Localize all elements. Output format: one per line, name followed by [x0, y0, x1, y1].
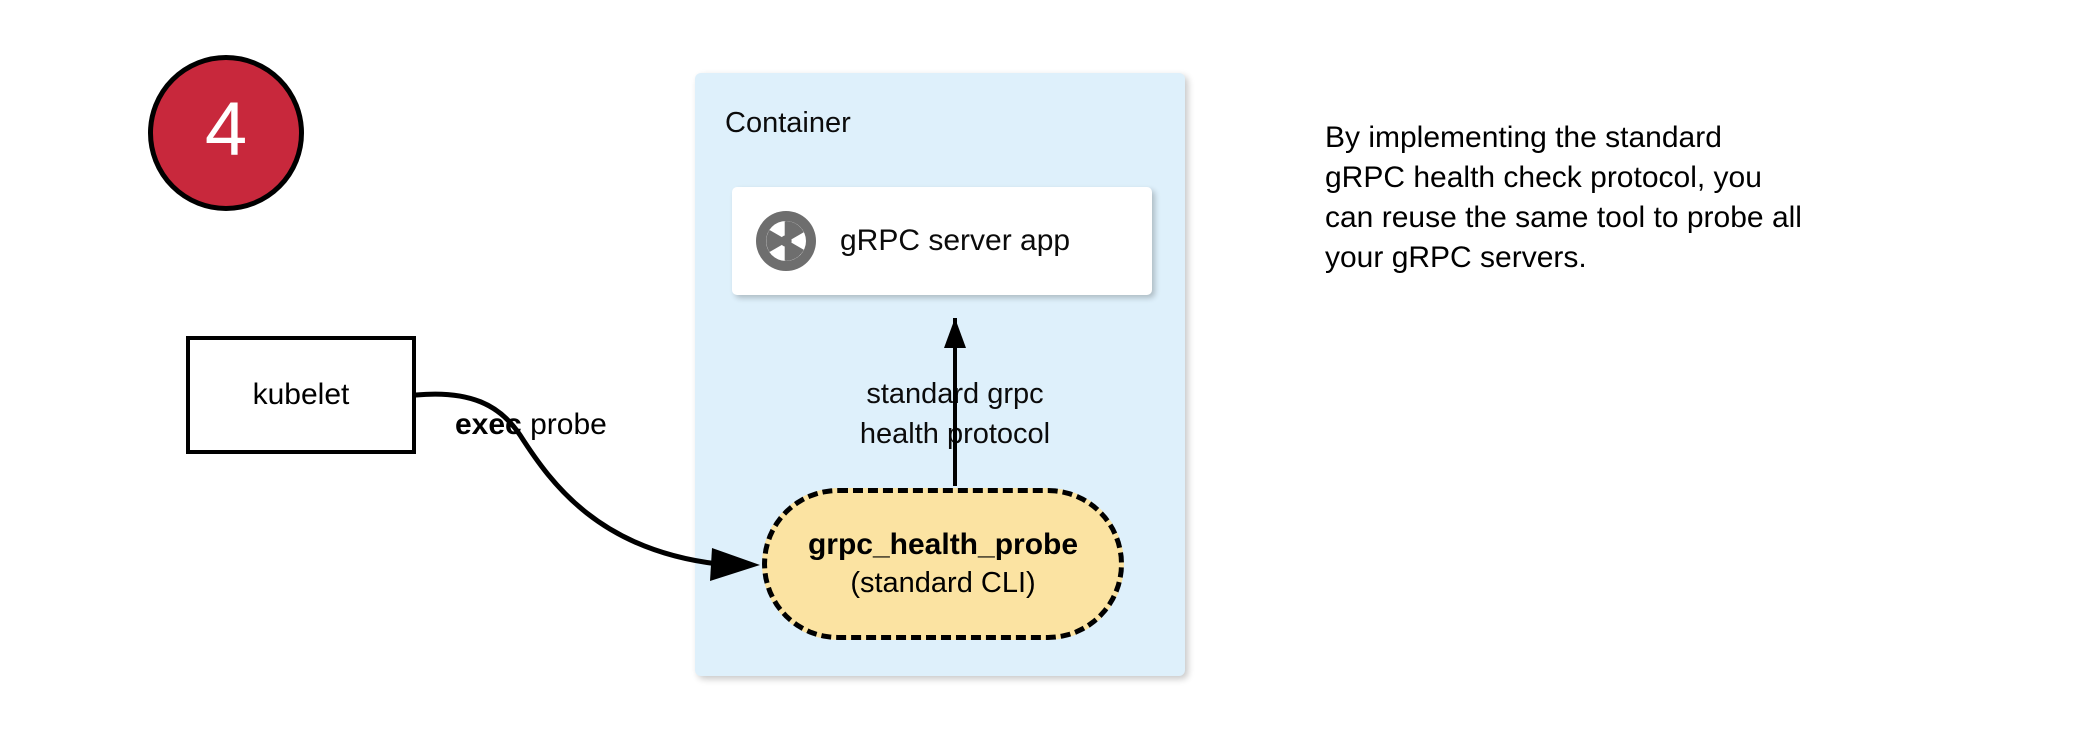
exec-probe-edge-label: exec probe [455, 410, 607, 440]
annotation-line-2: gRPC health check protocol, you [1325, 161, 1762, 194]
annotation-text: By implementing the standard gRPC health… [1325, 118, 1945, 278]
annotation-line-3: can reuse the same tool to probe all [1325, 201, 1802, 234]
step-number-badge: 4 [148, 55, 304, 211]
step-number-label: 4 [204, 87, 248, 172]
protocol-edge-label: standard grpc health protocol [860, 374, 1050, 454]
grpc-health-probe-subtitle: (standard CLI) [850, 567, 1036, 599]
grpc-server-app-label: gRPC server app [840, 224, 1071, 257]
grpc-aperture-icon [756, 211, 816, 271]
exec-probe-bold-text: exec [455, 408, 522, 441]
kubelet-label: kubelet [252, 378, 350, 411]
grpc-health-probe-box: grpc_health_probe (standard CLI) [762, 488, 1124, 640]
kubelet-box: kubelet [186, 336, 416, 454]
protocol-line-1: standard grpc [866, 378, 1044, 410]
container-title-label: Container [725, 107, 851, 139]
protocol-line-2: health protocol [859, 418, 1051, 450]
annotation-line-4: your gRPC servers. [1325, 241, 1587, 274]
grpc-server-app-card: gRPC server app [732, 187, 1152, 295]
exec-probe-rest-text: probe [521, 408, 607, 441]
annotation-line-1: By implementing the standard [1325, 121, 1722, 154]
grpc-health-probe-title: grpc_health_probe [807, 528, 1079, 561]
